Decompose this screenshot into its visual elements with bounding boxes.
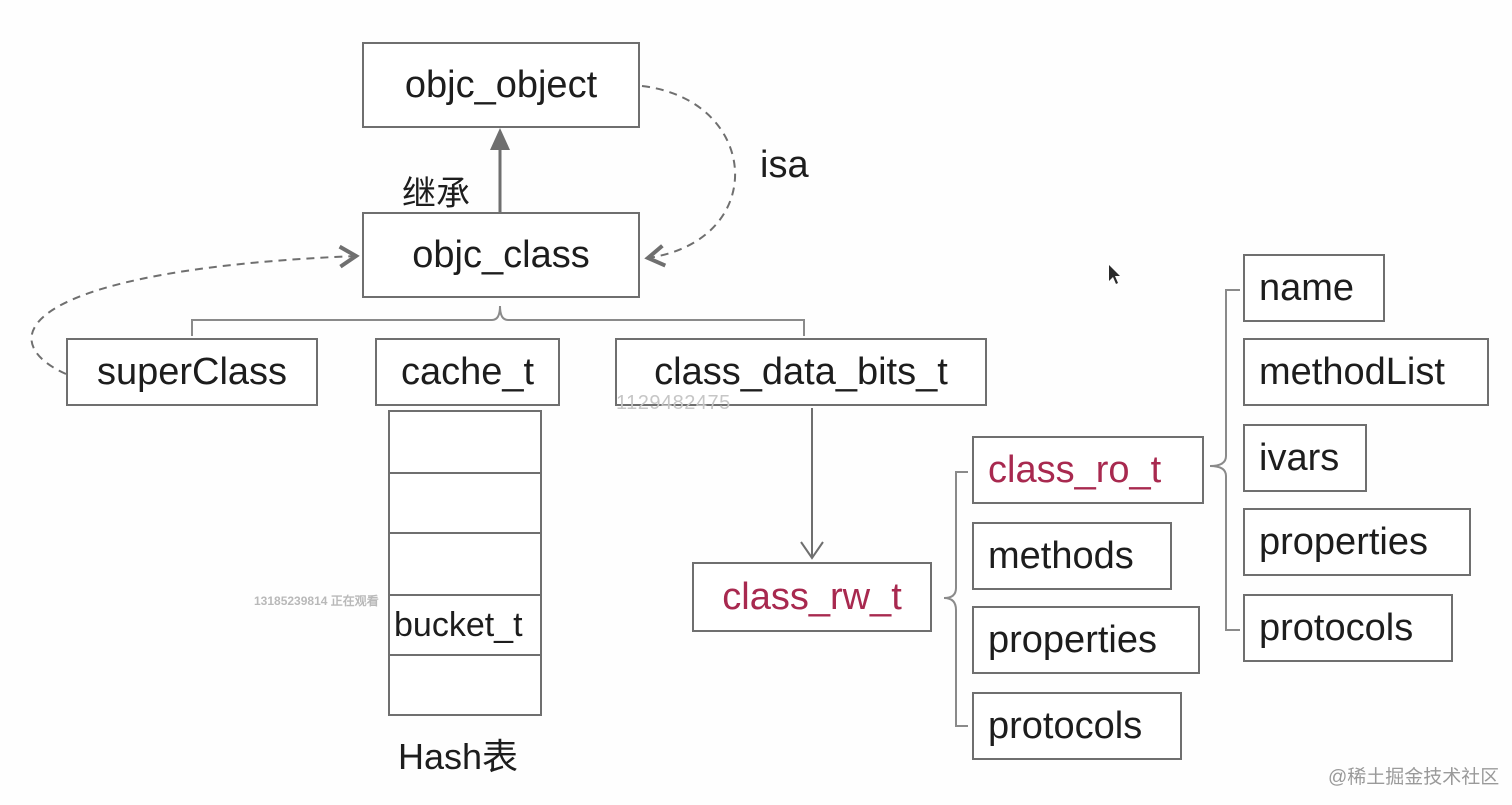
bucket-t-cell: bucket_t: [388, 594, 542, 656]
inherit-label: 继承: [402, 175, 470, 213]
viewer-note: 13185239814 正在观看: [254, 594, 379, 608]
ro-name-box: name: [1243, 254, 1385, 322]
hash-table-cell: [388, 654, 542, 716]
objc-class-box: objc_class: [362, 212, 640, 298]
class-rw-t-box: class_rw_t: [692, 562, 932, 632]
ro-members-brace: [1209, 289, 1240, 631]
bits-to-rw-arrowhead: [800, 541, 824, 560]
isa-label: isa: [760, 144, 809, 186]
superclass-arrow: [30, 244, 360, 375]
ro-protocols-box: protocols: [1243, 594, 1453, 662]
rw-methods-box: methods: [972, 522, 1172, 590]
inherit-arrowhead: [490, 128, 510, 150]
class-data-bits-box: class_data_bits_t: [615, 338, 987, 406]
rw-members-brace: [943, 471, 968, 727]
ro-methodlist-box: methodList: [1243, 338, 1489, 406]
ro-ivars-box: ivars: [1243, 424, 1367, 492]
ro-properties-box: properties: [1243, 508, 1471, 576]
rw-properties-box: properties: [972, 606, 1200, 674]
hash-table-label: Hash表: [398, 736, 519, 777]
site-watermark: @稀土掘金技术社区: [1328, 767, 1500, 788]
isa-arrow: [641, 85, 736, 268]
cache-t-box: cache_t: [375, 338, 560, 406]
superclass-box: superClass: [66, 338, 318, 406]
hash-table-cell: [388, 472, 542, 534]
watermark-id: 1129482475: [616, 392, 731, 414]
class-members-brace: [191, 305, 805, 336]
rw-protocols-box: protocols: [972, 692, 1182, 760]
class-ro-t-box: class_ro_t: [972, 436, 1204, 504]
hash-table-cell: [388, 532, 542, 596]
hash-table-cell: [388, 410, 542, 474]
mouse-cursor-icon: [1109, 265, 1120, 284]
objc-object-box: objc_object: [362, 42, 640, 128]
